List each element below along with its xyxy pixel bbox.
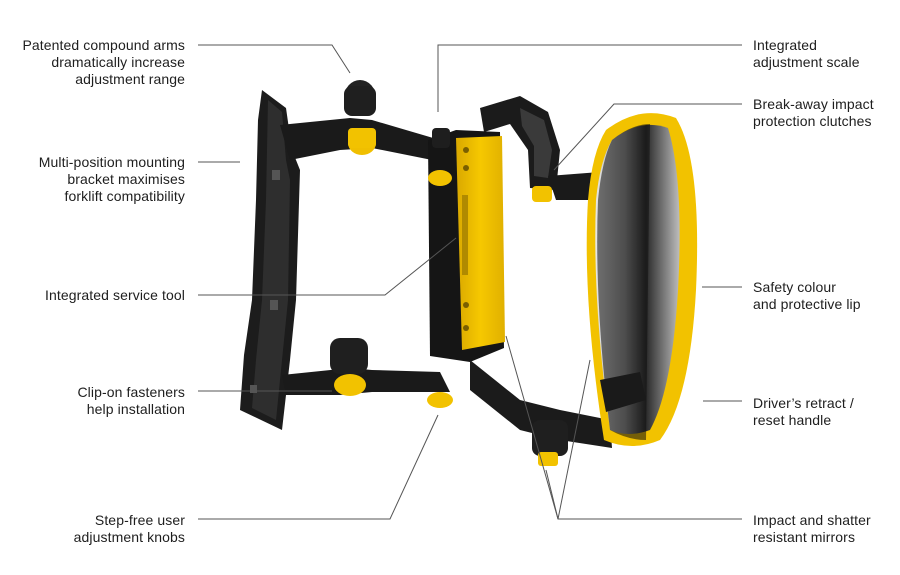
callout-line: dramatically increase	[51, 54, 185, 70]
callout-line: forklift compatibility	[64, 188, 185, 204]
callout-line: adjustment knobs	[73, 529, 185, 545]
callout-line: Clip-on fasteners	[77, 384, 185, 400]
leader-knobs	[198, 414, 439, 520]
callout-line: Break-away impact	[753, 96, 874, 112]
callout-shatter-resistant-mirrors: Impact and shatter resistant mirrors	[753, 512, 871, 546]
callout-service-tool: Integrated service tool	[45, 287, 185, 304]
upper-arm	[280, 80, 442, 162]
mirror-head	[586, 113, 698, 446]
callout-impact-clutches: Break-away impact protection clutches	[753, 96, 874, 130]
leader-mirrors-3	[545, 469, 559, 520]
leader-tool	[198, 237, 457, 296]
leader-clutch	[553, 103, 742, 171]
central-hub	[428, 128, 505, 362]
leader-mirrors	[505, 335, 742, 520]
callout-reset-handle: Driver’s retract / reset handle	[753, 395, 854, 429]
leader-scale	[437, 44, 742, 112]
callout-adjustment-knobs: Step-free user adjustment knobs	[74, 512, 185, 546]
callout-clip-fasteners: Clip-on fasteners help installation	[77, 384, 185, 418]
callout-line: help installation	[86, 401, 185, 417]
callout-line: adjustment range	[75, 71, 185, 87]
callout-line: protection clutches	[753, 113, 872, 129]
callout-safety-colour: Safety colour and protective lip	[753, 279, 861, 313]
leader-arms	[198, 44, 351, 74]
callout-line: reset handle	[753, 412, 832, 428]
callout-line: Integrated	[753, 37, 818, 53]
callout-line: Impact and shatter	[753, 512, 871, 528]
callout-adjustment-scale: Integrated adjustment scale	[753, 37, 860, 71]
callout-line: Driver’s retract /	[753, 395, 854, 411]
leader-mirrors-2	[557, 359, 591, 520]
callout-line: Integrated service tool	[44, 287, 185, 303]
callout-line: bracket maximises	[67, 171, 185, 187]
callout-line: and protective lip	[753, 296, 861, 312]
callout-line: Step-free user	[94, 512, 185, 528]
callout-line: resistant mirrors	[753, 529, 856, 545]
mounting-bracket	[240, 90, 300, 430]
lower-arm	[282, 338, 453, 408]
callout-line: Safety colour	[753, 279, 837, 295]
callout-line: Patented compound arms	[22, 37, 185, 53]
callout-line: adjustment scale	[753, 54, 860, 70]
callout-compound-arms: Patented compound arms dramatically incr…	[22, 37, 185, 88]
callout-mounting-bracket: Multi-position mounting bracket maximise…	[39, 154, 185, 205]
callout-line: Multi-position mounting	[38, 154, 185, 170]
